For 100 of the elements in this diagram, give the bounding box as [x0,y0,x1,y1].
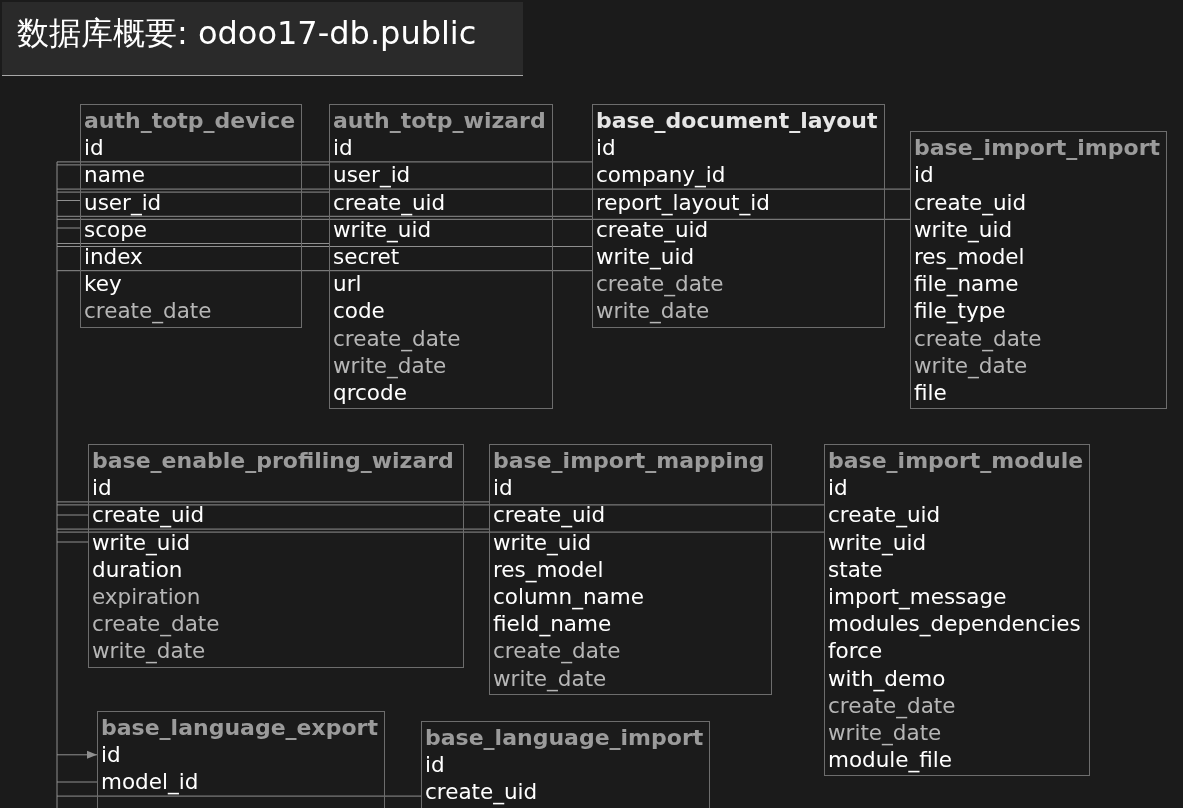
column-name: index [84,243,143,269]
column-name: url [333,271,362,297]
column-name: write_date [596,298,710,324]
connector-line [56,218,911,220]
column-name: create_uid [92,502,205,528]
table-box [421,721,711,808]
connector-line [56,188,911,190]
connector-line [56,514,89,516]
column-name: id [92,475,112,501]
column-name: id [914,162,934,188]
column-name: file [914,379,947,405]
connector-line [56,164,330,166]
column-name: create_date [92,611,220,637]
connector-line [56,781,98,783]
column-name: create_uid [493,502,606,528]
connector-line [56,531,825,533]
column-name: with_demo [828,665,946,691]
table-box [80,104,303,328]
table-box [910,131,1167,410]
table-name: base_language_export [101,715,378,740]
column-name: key [84,271,122,297]
column-name: id [596,135,616,161]
column-name: code [333,298,385,324]
column-name: import_message [828,583,1007,609]
column-name: field_name [493,611,612,637]
column-name: expiration [92,583,201,609]
column-name: create_uid [828,502,941,528]
column-name: create_date [84,298,212,324]
column-name: id [425,752,445,778]
connector-line [56,501,490,503]
column-name: qrcode [333,379,407,405]
column-name: id [493,475,513,501]
connector-line [56,227,81,229]
table-name: base_import_module [828,448,1084,473]
column-name: create_date [914,325,1042,351]
column-name: scope [84,216,148,242]
table-name: auth_totp_device [84,108,296,133]
column-name: file_type [914,298,1006,324]
column-name: name [84,162,145,188]
table-name: base_import_import [914,135,1160,161]
column-name: user_id [333,162,411,188]
column-name: report_layout_id [596,189,770,215]
table-box [97,711,385,808]
column-name: write_uid [828,529,927,555]
column-name: write_uid [493,529,592,555]
table-box [592,104,885,328]
column-name: id [84,135,104,161]
connector-line [56,504,825,506]
connector-line [56,541,89,543]
table-name: base_import_mapping [493,448,765,473]
connector-line [56,191,330,193]
column-name: create_date [828,692,956,718]
column-name: force [828,638,883,664]
column-name: duration [92,556,183,582]
column-name: id [101,742,121,768]
column-name: create_date [493,638,621,664]
column-name: write_date [828,719,942,745]
connector-line [56,270,593,272]
column-name: state [828,556,883,582]
connector-line [56,161,593,163]
column-name: model_id [101,769,199,795]
title: 数据库概要: odoo17-db.public [17,14,477,52]
column-name: secret [333,243,400,269]
connector-line [56,243,330,244]
column-name: write_uid [333,216,432,242]
column-name: write_uid [596,243,695,269]
column-name: create_uid [425,779,538,805]
column-name: module_file [828,747,953,773]
table-box [329,104,553,410]
column-name: write_uid [92,529,191,555]
column-name: file_name [914,271,1019,297]
connector-line [56,200,81,201]
column-name: create_uid [333,189,446,215]
column-name: create_uid [914,189,1027,215]
column-name: write_uid [914,216,1013,242]
column-name: write_date [493,665,607,691]
column-name: res_model [914,243,1025,269]
column-name: company_id [596,162,726,188]
column-name: create_date [596,271,724,297]
table-name: base_document_layout [596,108,878,133]
column-name: res_model [493,556,604,582]
table-box [88,444,464,668]
column-name: write_date [914,352,1028,378]
connector-line [56,528,490,530]
table-box [824,444,1091,777]
column-name: modules_dependencies [828,611,1081,637]
table-box [489,444,772,695]
column-name: id [828,475,848,501]
table-name: auth_totp_wizard [333,108,546,133]
connector-line [56,795,422,797]
column-name: id [333,135,353,161]
column-name: write_date [333,352,447,378]
column-name: create_uid [596,216,709,242]
column-name: write_date [92,638,206,664]
column-name: create_date [333,325,461,351]
table-name: base_language_import [425,725,704,750]
connector-line [56,161,58,808]
table-name: base_enable_profiling_wizard [92,448,454,473]
connector-line [56,215,593,217]
column-name: user_id [84,189,162,215]
